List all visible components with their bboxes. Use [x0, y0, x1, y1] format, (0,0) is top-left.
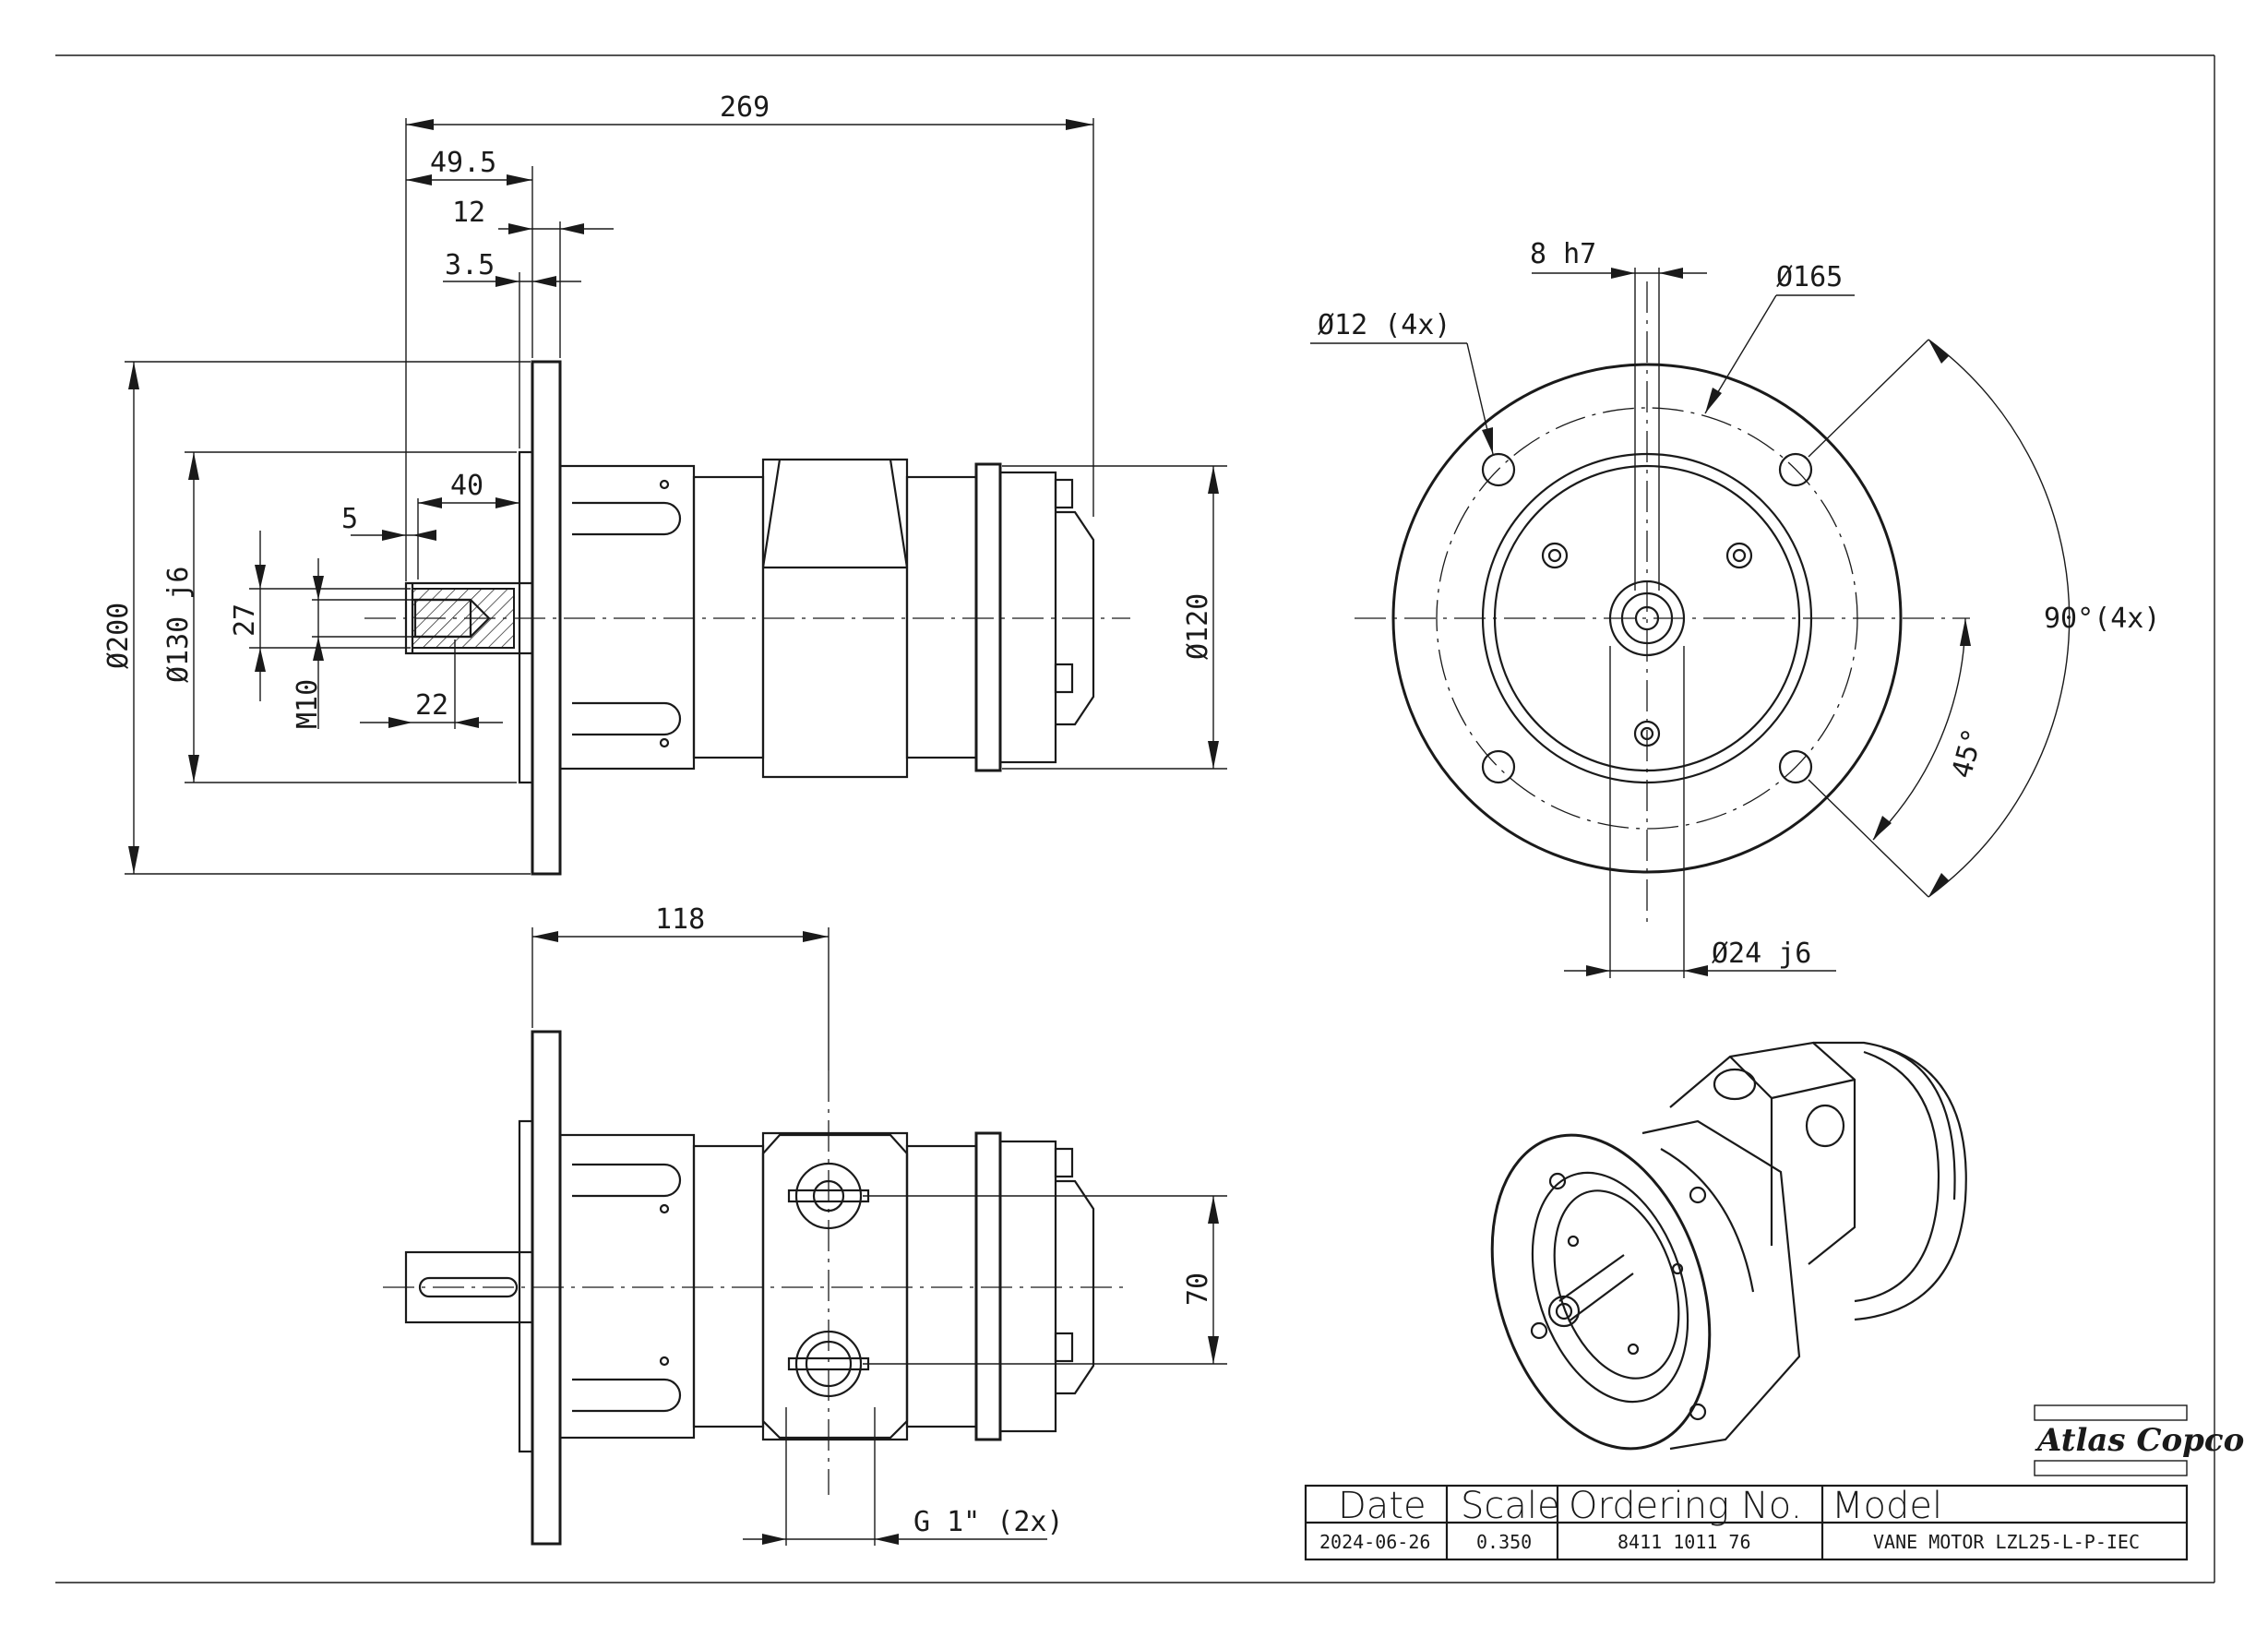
header-ordering: Ordering No.	[1569, 1485, 1802, 1527]
dim-flange-offset: 49.5	[430, 147, 496, 179]
title-block: Date Scale Ordering No. Model 2024-06-26…	[1304, 1484, 2189, 1561]
dim-shaft-step: 5	[341, 503, 358, 535]
dim-port-spacing: 70	[1182, 1273, 1214, 1306]
dim-bolt-circle: Ø165	[1776, 261, 1843, 293]
dim-flange-dia: Ø200	[102, 603, 135, 669]
value-ordering: 8411 1011 76	[1617, 1531, 1751, 1553]
end-view: 8 h7 Ø165 Ø12 (4x) 90°(4x) 45° Ø24 j6	[1310, 238, 2160, 978]
dim-spigot-dia: Ø130 j6	[162, 567, 195, 683]
dim-angle-offset: 45°	[1946, 725, 1990, 782]
dim-overall-length: 269	[720, 91, 770, 124]
logo-text: Atlas Copco	[2035, 1422, 2244, 1459]
dim-flange-thickness: 12	[452, 197, 485, 229]
dim-thread-depth: 22	[415, 689, 448, 722]
front-view: 269 49.5 12 3.5 40 5 27	[102, 91, 1227, 876]
dim-port-thread: G 1" (2x)	[913, 1506, 1064, 1538]
dim-thread: M10	[292, 679, 324, 729]
dim-shaft-dia: Ø24 j6	[1712, 938, 1811, 970]
side-view: 118 70 G 1" (2x)	[383, 903, 1227, 1546]
isometric-view	[1490, 1041, 1967, 1451]
dim-holes: Ø12 (4x)	[1318, 309, 1451, 341]
value-date: 2024-06-26	[1319, 1531, 1430, 1553]
dim-key: 8 h7	[1530, 238, 1596, 270]
dim-shaft-length: 40	[450, 470, 483, 502]
dim-spigot: 3.5	[445, 249, 495, 281]
value-scale: 0.350	[1476, 1531, 1532, 1553]
brand-logo: Atlas Copco	[2034, 1404, 2244, 1476]
dim-body-dia: Ø120	[1182, 593, 1214, 660]
value-model: VANE MOTOR LZL25-L-P-IEC	[1873, 1531, 2140, 1553]
sheet-border	[55, 54, 2215, 1583]
dim-angle-spacing: 90°(4x)	[2044, 603, 2160, 635]
header-model: Model	[1832, 1485, 1942, 1527]
header-date: Date	[1338, 1485, 1426, 1527]
dim-port-offset: 118	[655, 903, 705, 936]
header-scale: Scale	[1461, 1485, 1560, 1527]
dim-key-width: 27	[229, 603, 261, 637]
